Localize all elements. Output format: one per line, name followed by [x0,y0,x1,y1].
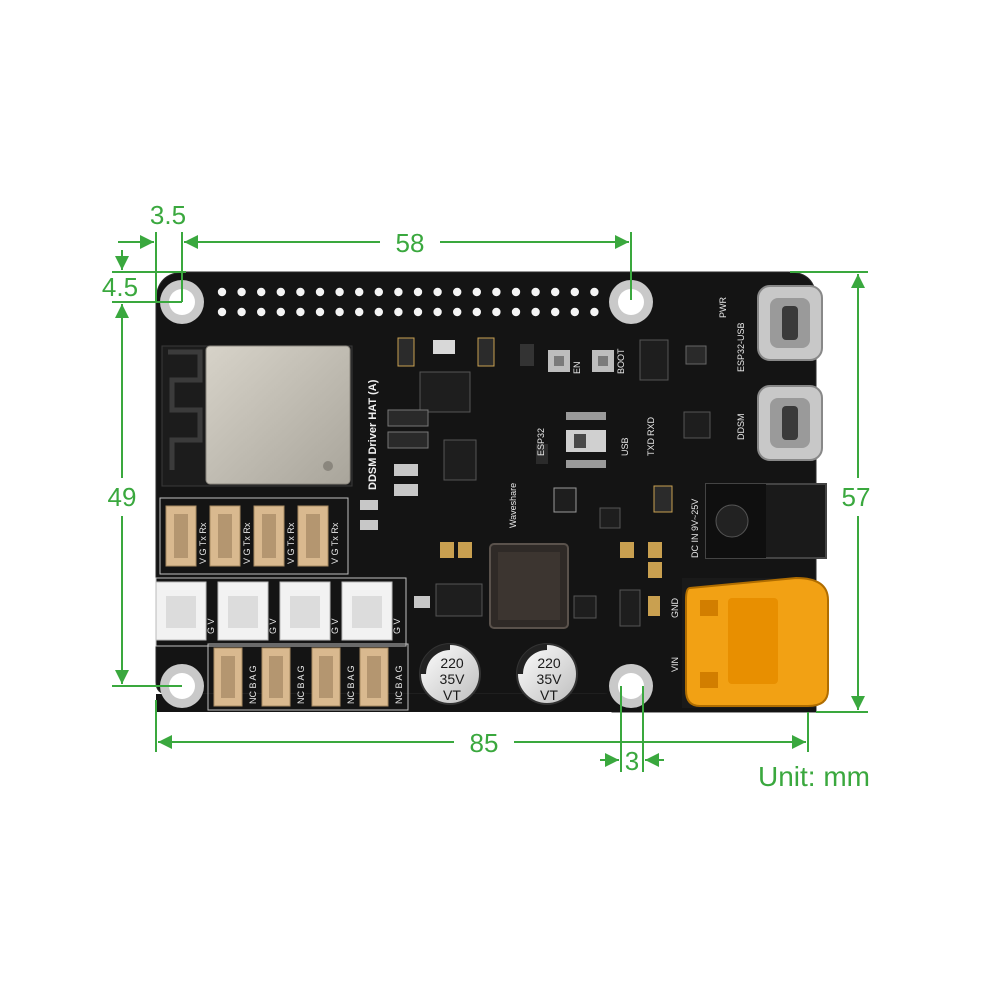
gpio-pin-hole [315,307,325,317]
gpio-pin-hole [590,287,599,297]
gpio-pin-hole [551,287,560,297]
power-inductor [489,543,569,629]
gpio-pin-hole [531,307,540,317]
dim-label-4-5: 4.5 [102,272,138,302]
gpio-pin-hole [237,307,246,317]
capacitor-right: 220 35V VT [516,643,578,705]
dim-label-49: 49 [108,482,137,512]
servo-pin-label-2: G V [268,618,278,634]
rs485-pin-label-3: NC B A G [346,665,356,704]
capacitor-left-line2: 35V [440,671,466,687]
gpio-pin-hole [413,287,423,297]
waveshare-label: Waveshare [508,483,518,528]
capacitor-left-line1: 220 [440,655,464,671]
esp32-module [161,345,353,487]
esp32-usb-label: ESP32-USB [736,322,746,372]
gpio-header [217,287,599,317]
gpio-pin-hole [453,307,462,317]
board-name-label: DDSM Driver HAT (A) [367,379,379,490]
gpio-pin-hole [511,287,521,297]
gpio-pin-hole [355,307,364,317]
gpio-pin-hole [433,287,442,297]
uart-pin-label-2: V G Tx Rx [242,522,252,564]
capacitor-right-line3: VT [540,687,558,703]
gpio-pin-hole [335,307,344,317]
esp32-switch-label: ESP32 [536,428,546,456]
gpio-pin-hole [217,287,227,297]
gpio-pin-hole [296,287,305,297]
rs485-pin-label-1: NC B A G [248,665,258,704]
gpio-pin-hole [472,307,481,317]
gpio-pin-hole [374,307,383,317]
rs485-pin-label-4: NC B A G [394,665,404,704]
dim-label-85: 85 [470,728,499,758]
gpio-pin-hole [590,307,599,317]
capacitor-left-line3: VT [443,687,461,703]
servo-pin-label-1: G V [206,618,216,634]
dim-label-3: 3 [625,746,639,776]
gpio-pin-hole [394,307,403,317]
mounting-hole-bottom-right [609,664,653,708]
gpio-pin-hole [492,307,501,317]
capacitor-left: 220 35V VT [419,643,481,705]
dimension-annotations [112,232,868,772]
xt60-connector [682,576,829,708]
gpio-pin-hole [394,287,403,297]
boot-button-label: BOOT [616,348,626,374]
gpio-pin-hole [511,307,521,317]
servo-pin-label-3: G V [330,618,340,634]
smd-components [360,337,711,627]
gnd-label: GND [670,598,680,619]
usb-c-port-esp32 [757,285,823,361]
dim-label-57: 57 [842,482,871,512]
gpio-pin-hole [276,287,285,297]
capacitor-right-line2: 35V [537,671,563,687]
gpio-pin-hole [570,287,579,297]
dc-barrel-jack [705,483,827,559]
gpio-pin-hole [551,307,560,317]
gpio-pin-hole [315,287,325,297]
silkscreen-labels: DDSM Driver HAT (A) PWR ESP32-USB EN BOO… [198,297,746,704]
gpio-pin-hole [355,287,364,297]
rs485-connectors [207,643,409,711]
servo-pin-label-4: G V [392,618,402,634]
gpio-pin-hole [413,307,423,317]
uart-connectors [159,497,349,575]
mounting-hole-top-right [609,280,653,324]
gpio-pin-hole [374,287,383,297]
gpio-pin-hole [531,287,540,297]
uart-pin-label-3: V G Tx Rx [286,522,296,564]
gpio-pin-hole [276,307,285,317]
uart-pin-label-1: V G Tx Rx [198,522,208,564]
servo-connectors [155,577,407,647]
pwr-label: PWR [718,297,728,318]
dc-in-label: DC IN 9V~25V [690,499,700,558]
ddsm-label: DDSM [736,414,746,441]
dim-label-3-5: 3.5 [150,200,186,230]
gpio-pin-hole [433,307,442,317]
gpio-pin-hole [237,287,246,297]
gpio-pin-hole [217,307,227,317]
dim-label-58: 58 [396,228,425,258]
usb-label: USB [620,437,630,456]
usb-c-port-ddsm [757,385,823,461]
uart-pin-label-4: V G Tx Rx [330,522,340,564]
gpio-pin-hole [492,287,501,297]
gpio-pin-hole [296,307,305,317]
gpio-pin-hole [570,307,579,317]
rs485-pin-label-2: NC B A G [296,665,306,704]
gpio-pin-hole [472,287,481,297]
gpio-pin-hole [257,287,266,297]
unit-label: Unit: mm [758,761,870,792]
txd-label: TXD [646,437,656,456]
gpio-pin-hole [453,287,462,297]
en-button-label: EN [572,361,582,374]
capacitor-right-line1: 220 [537,655,561,671]
vin-label: VIN [670,657,680,672]
gpio-pin-hole [335,287,344,297]
gpio-pin-hole [257,307,266,317]
rxd-label: RXD [646,416,656,436]
